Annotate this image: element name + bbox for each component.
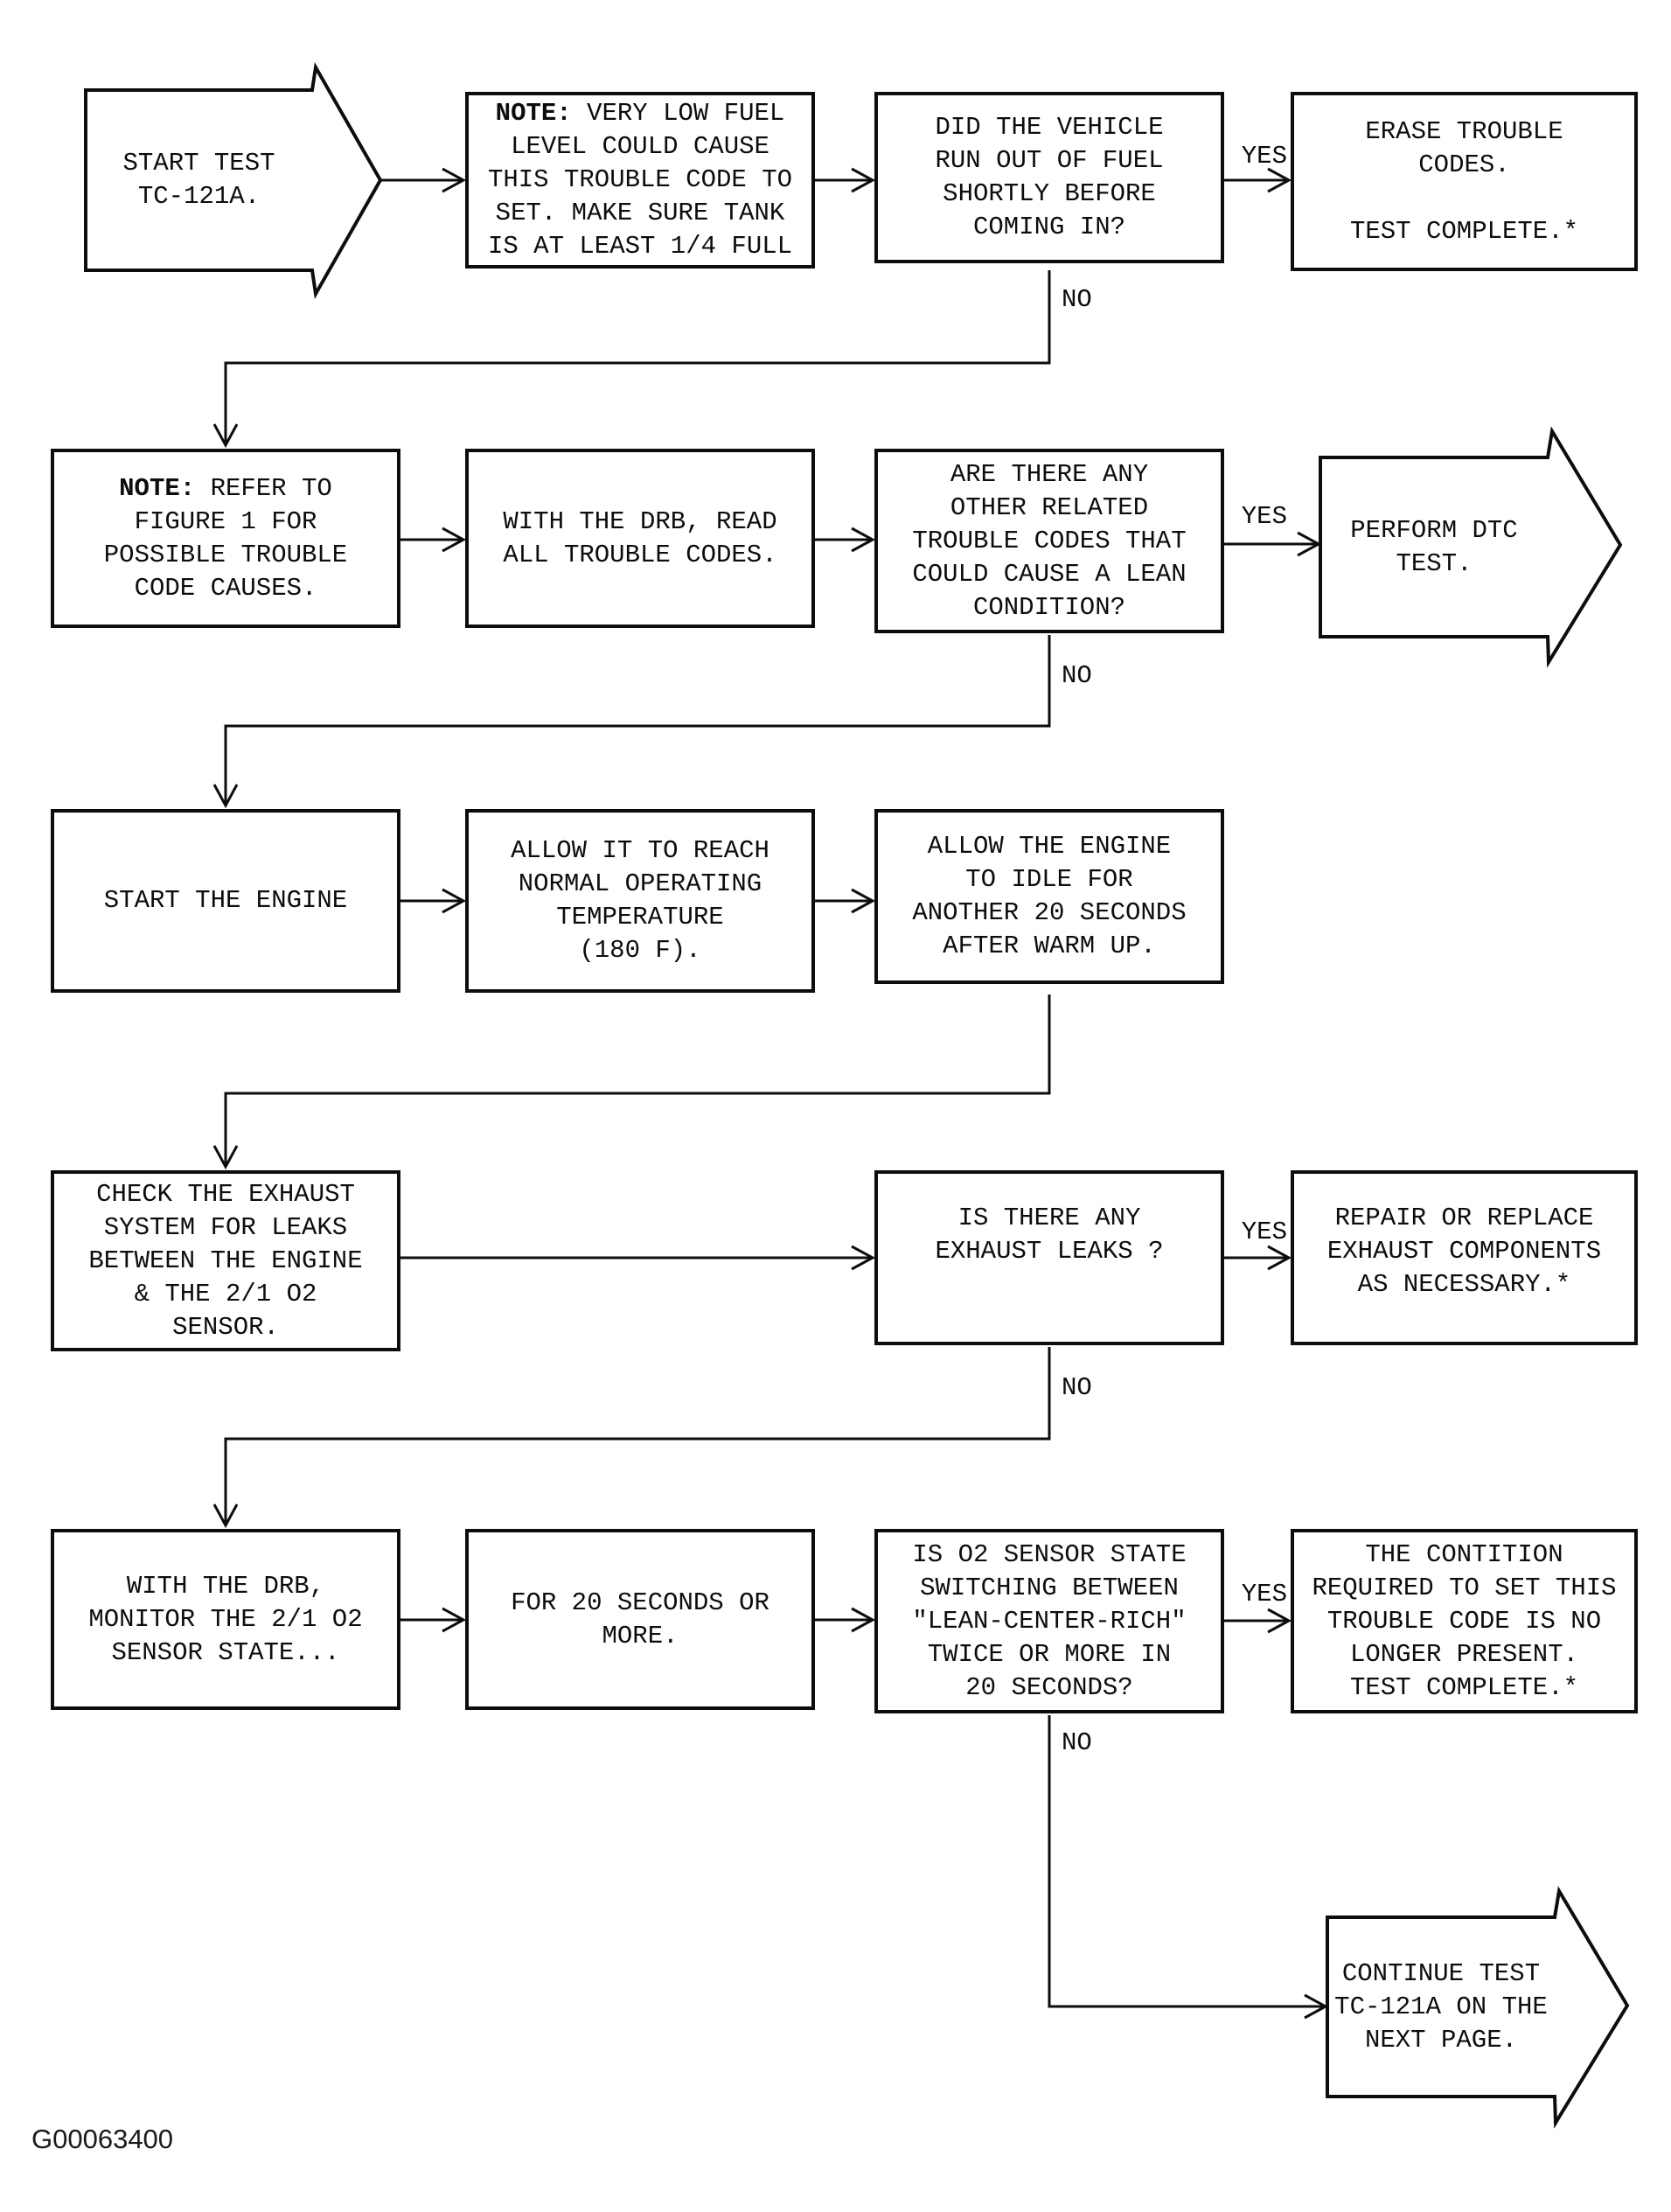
arrowhead [1304,1993,1329,2020]
no-label-1: NO [1062,285,1092,314]
node-text: CHECK THE EXHAUST SYSTEM FOR LEAKS BETWE… [88,1179,363,1342]
yes-label-4: YES [1241,1580,1287,1608]
node-question-exhaust-leaks: IS THERE ANY EXHAUST LEAKS ? [874,1170,1224,1345]
node-text: ARE THERE ANY OTHER RELATED TROUBLE CODE… [912,459,1187,622]
no-branch-5 [1048,1715,1326,2008]
note-body: VERY LOW FUEL LEVEL COULD CAUSE THIS TRO… [487,99,793,261]
node-idle-20-seconds: ALLOW THE ENGINE TO IDLE FOR ANOTHER 20 … [874,809,1224,984]
start-arrow-shape [84,62,383,300]
node-note-low-fuel: NOTE: VERY LOW FUEL LEVEL COULD CAUSE TH… [465,92,815,269]
node-continue-next-page: CONTINUE TEST TC-121A ON THE NEXT PAGE. [1327,1917,1555,2097]
node-check-exhaust-system: CHECK THE EXHAUST SYSTEM FOR LEAKS BETWE… [51,1170,400,1351]
no-label-4: NO [1062,1728,1092,1757]
node-text: IS O2 SENSOR STATE SWITCHING BETWEEN "LE… [912,1539,1187,1702]
node-text: REPAIR OR REPLACE EXHAUST COMPONENTS AS … [1326,1204,1602,1299]
note-prefix: NOTE: [495,99,572,128]
node-text: START THE ENGINE [103,886,348,915]
note-body: REFER TO FIGURE 1 FOR POSSIBLE TROUBLE C… [103,473,348,603]
arrowhead [1267,1608,1292,1634]
arrowhead [212,1145,239,1170]
no-branch-1 [224,270,1051,445]
no-branch-4 [224,1347,1051,1525]
arrowhead [851,167,876,193]
no-branch-2 [224,635,1051,806]
node-text: ERASE TROUBLE CODES. TEST COMPLETE.* [1349,116,1579,246]
node-text: CONTINUE TEST TC-121A ON THE NEXT PAGE. [1334,1958,1548,2055]
node-question-related-codes: ARE THERE ANY OTHER RELATED TROUBLE CODE… [874,449,1224,633]
node-text: NOTE: VERY LOW FUEL LEVEL COULD CAUSE TH… [488,97,792,263]
node-read-trouble-codes: WITH THE DRB, READ ALL TROUBLE CODES. [465,449,815,628]
node-text: NOTE: REFER TO FIGURE 1 FOR POSSIBLE TRO… [104,472,347,605]
node-reach-temperature: ALLOW IT TO REACH NORMAL OPERATING TEMPE… [465,809,815,993]
arrowhead [851,1607,876,1633]
node-text: START TEST TC-121A. [122,149,275,211]
node-monitor-o2-sensor: WITH THE DRB, MONITOR THE 2/1 O2 SENSOR … [51,1529,400,1710]
connector-idle-to-check [224,994,1051,1167]
arrowhead [212,423,239,449]
arrowhead [851,888,876,914]
arrowhead [442,167,467,193]
node-text: WITH THE DRB, MONITOR THE 2/1 O2 SENSOR … [88,1571,363,1667]
node-text: ALLOW IT TO REACH NORMAL OPERATING TEMPE… [511,836,769,965]
node-perform-dtc-test: PERFORM DTC TEST. [1320,457,1548,637]
node-question-o2-switching: IS O2 SENSOR STATE SWITCHING BETWEEN "LE… [874,1529,1224,1713]
yes-label-3: YES [1241,1218,1287,1246]
arrowhead [212,1504,239,1529]
node-erase-trouble-codes: ERASE TROUBLE CODES. TEST COMPLETE.* [1291,92,1638,271]
arrowhead [1267,1245,1292,1271]
node-start-test: START TEST TC-121A. [86,90,312,270]
node-condition-no-longer-present: THE CONTITION REQUIRED TO SET THIS TROUB… [1291,1529,1638,1713]
arrowhead [1267,167,1292,193]
node-text: PERFORM DTC TEST. [1350,515,1518,578]
node-text: ALLOW THE ENGINE TO IDLE FOR ANOTHER 20 … [912,832,1187,960]
yes-label-2: YES [1241,502,1287,531]
node-text: WITH THE DRB, READ ALL TROUBLE CODES. [503,506,777,569]
yes-label-1: YES [1241,142,1287,171]
arrowhead [212,784,239,809]
node-text: DID THE VEHICLE RUN OUT OF FUEL SHORTLY … [935,113,1164,241]
arrowhead [442,527,467,553]
arrowhead [851,527,876,553]
node-repair-exhaust: REPAIR OR REPLACE EXHAUST COMPONENTS AS … [1291,1170,1638,1345]
arrowhead [851,1245,876,1271]
node-text: IS THERE ANY EXHAUST LEAKS ? [935,1204,1164,1266]
note-prefix: NOTE: [119,473,196,503]
arrowhead [442,1607,467,1633]
arrowhead [442,888,467,914]
node-start-engine: START THE ENGINE [51,809,400,993]
node-note-refer-figure1: NOTE: REFER TO FIGURE 1 FOR POSSIBLE TRO… [51,449,400,628]
perform-dtc-arrow-shape [1319,426,1623,668]
node-text: FOR 20 SECONDS OR MORE. [511,1587,769,1650]
node-text: THE CONTITION REQUIRED TO SET THIS TROUB… [1312,1539,1617,1702]
node-for-20-seconds: FOR 20 SECONDS OR MORE. [465,1529,815,1710]
no-label-2: NO [1062,661,1092,690]
node-question-ran-out-of-fuel: DID THE VEHICLE RUN OUT OF FUEL SHORTLY … [874,92,1224,263]
arrowhead [1297,531,1322,557]
no-label-3: NO [1062,1373,1092,1402]
figure-id: G00063400 [31,2124,174,2154]
continue-arrow-shape [1326,1886,1630,2129]
